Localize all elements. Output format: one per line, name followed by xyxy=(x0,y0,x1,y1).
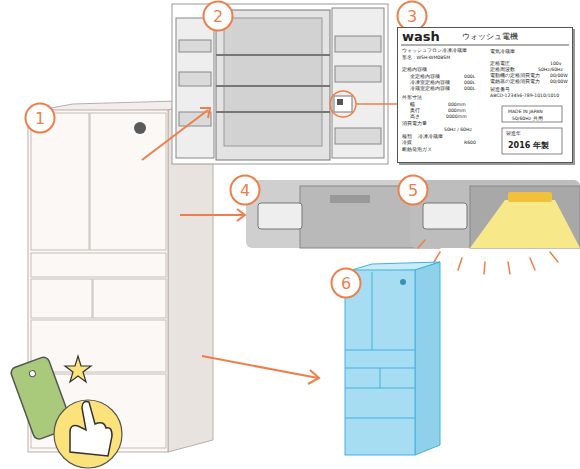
plate-text: 000L xyxy=(464,75,475,80)
callout-number: 1 xyxy=(24,102,56,134)
plate-text: 電熱器の定格消費電力 xyxy=(490,80,540,85)
callout-number: 4 xyxy=(229,174,261,206)
plate-text: ABCD-123456-789-1010/1010 xyxy=(490,94,559,99)
plate-text: 00/00W xyxy=(550,80,568,85)
plate-text: 50/60Hz 共用 xyxy=(512,117,543,122)
plate-text: ウォッシュフロン冷凍冷蔵庫 xyxy=(402,49,467,54)
plate-text: 冷媒 xyxy=(402,141,412,146)
plate-text: 断熱発泡ガス xyxy=(402,148,432,153)
callout-number: 1 xyxy=(24,102,56,134)
plate-text: 00/00W xyxy=(550,74,568,79)
callout-number: 4 xyxy=(229,174,261,206)
plate-text: 電気冷蔵庫 xyxy=(490,50,515,55)
plate-text: 定格電圧 xyxy=(490,62,510,67)
callout-number: 2 xyxy=(202,0,234,32)
callout-number: 5 xyxy=(397,174,429,206)
callout-number: 6 xyxy=(330,267,362,299)
plate-text: 100v xyxy=(550,62,562,67)
plate-text: 000L xyxy=(464,87,475,92)
plate-text: 外形寸法 xyxy=(402,96,422,101)
interior-light-panel xyxy=(410,180,580,274)
plate-text: 製造年 xyxy=(506,132,521,137)
plate-text: 定格内容積 xyxy=(402,68,427,73)
callout-number: 2 xyxy=(202,0,234,32)
plate-text: 奥行 xyxy=(410,109,420,114)
plate-text: 000mm xyxy=(448,109,466,114)
plate-text: 高さ xyxy=(410,115,420,120)
plate-text: 定格周波数 xyxy=(490,68,515,73)
callout-number: 5 xyxy=(397,174,429,206)
leader-arrows xyxy=(142,108,319,384)
fridge-interior xyxy=(172,4,397,164)
plate-text: 冷蔵室定格内容積 xyxy=(410,87,450,92)
plate-text: 全定格内容積 xyxy=(410,75,440,80)
callout-number: 6 xyxy=(330,267,362,299)
plate-text: 製造番号 xyxy=(490,88,510,93)
plate-text: 50Hz / 60Hz xyxy=(444,128,472,133)
plate-text: 0000mm xyxy=(446,115,467,120)
plate-text: 2016 年製 xyxy=(508,142,549,150)
plate-text: 50Hz/60Hz xyxy=(538,68,563,73)
rating-nameplate: wash ウォッシュ電機ウォッシュフロン冷凍冷蔵庫形名 : WSH-WM0BSM 電… xyxy=(397,27,573,163)
plate-text: 消費電力量 xyxy=(402,122,427,127)
plate-text: 幅 xyxy=(410,103,415,108)
plate-text: 000mm xyxy=(448,103,466,108)
plate-text: 冷凍室定格内容積 xyxy=(410,81,450,86)
plate-text: R600 xyxy=(464,141,476,146)
plate-text: 冷凍冷蔵庫 xyxy=(418,135,443,140)
plate-text: 電動機の定格消費電力 xyxy=(490,74,540,79)
plate-text: 形名 : WSH-WM0BSM xyxy=(402,56,450,61)
phone-hand xyxy=(10,356,122,468)
plate-text: ウォッシュ電機 xyxy=(462,33,518,41)
plate-text: 種類 xyxy=(402,135,412,140)
brand-logo: wash xyxy=(402,30,440,43)
plate-text: 000L xyxy=(464,81,475,86)
plate-text: MADE IN JAPAN xyxy=(508,110,543,115)
